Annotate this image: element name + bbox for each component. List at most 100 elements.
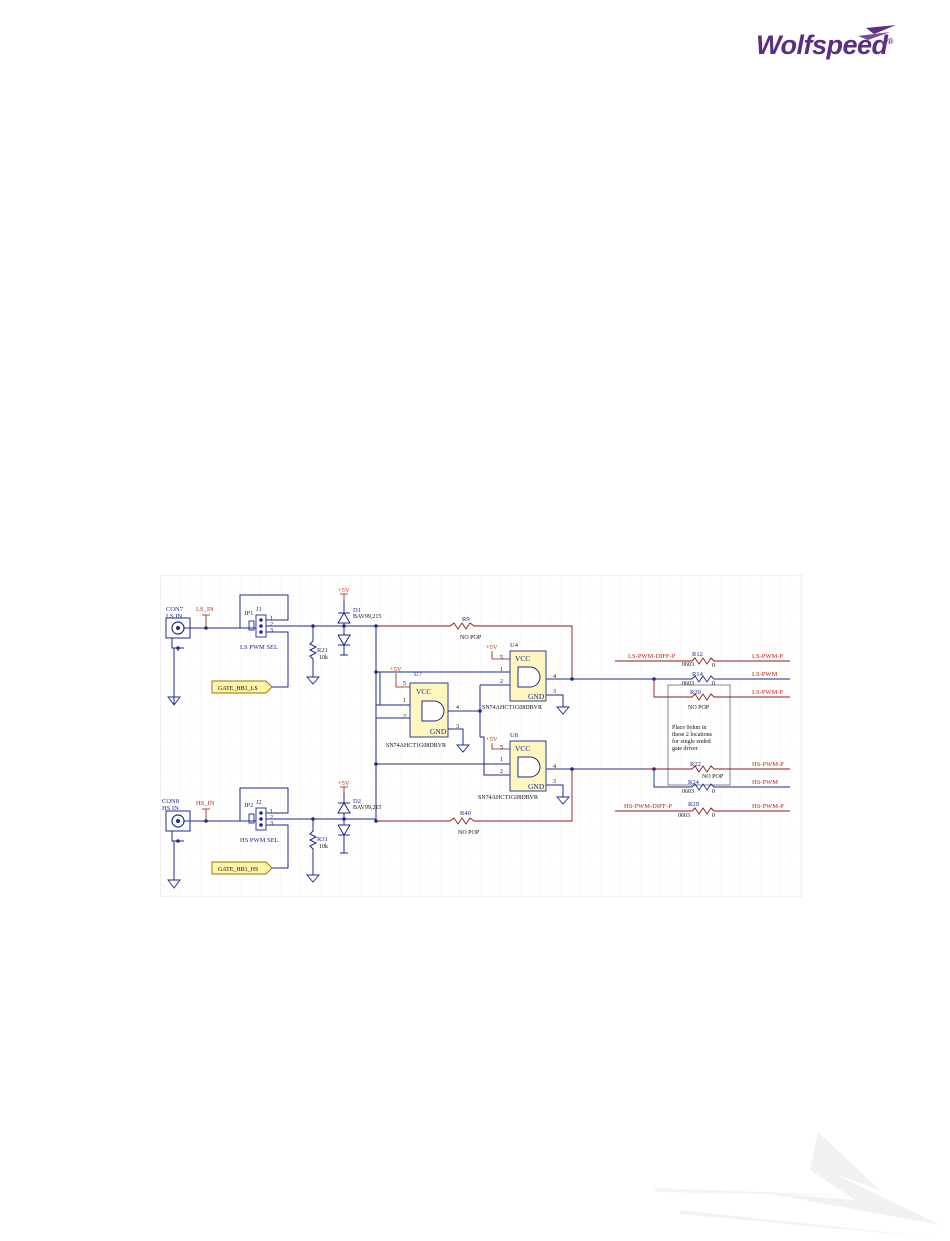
u8-pin-5: 5 <box>500 745 503 751</box>
wolfspeed-logo-swoosh-icon <box>858 25 896 40</box>
note-line-3: for single ended <box>672 738 711 745</box>
diode-d1: +5V D1 BAV99,215 <box>337 587 381 656</box>
port-gate-hb1-hs: GATE_HB1_HS <box>211 861 273 875</box>
net-hs-pwm-p-2: HS-PWM-P <box>752 803 784 810</box>
d1-part: BAV99,215 <box>353 614 381 620</box>
port-gate-hb1-ls: GATE_HB1_LS <box>211 680 273 694</box>
r14-pkg: 0603 <box>682 681 694 687</box>
u4-gnd: GND <box>528 692 545 701</box>
logic-gate-u4: +5V VCC GND U4 5 1 2 4 3 SN74AHCT1G08DBV… <box>482 642 556 711</box>
r31-value: 10k <box>319 844 328 850</box>
r20-value: NO POP <box>688 705 710 711</box>
u8-pin-4: 4 <box>553 764 556 770</box>
u8-pin-1: 1 <box>500 757 503 763</box>
net-hs-pwm-p-1: HS-PWM-P <box>752 761 784 768</box>
jumper-jp2: JP2 J2 1 2 3 HS PWM SEL <box>240 799 279 844</box>
port-hs-label: GATE_HB1_HS <box>218 867 258 873</box>
r9-value: NO POP <box>460 635 482 641</box>
resistor-r21: R21 10k <box>306 624 328 685</box>
r24-value: 0 <box>712 789 715 795</box>
r21-ref: R21 <box>317 647 328 654</box>
r20-ref: R20 <box>690 689 701 696</box>
u7-vcc: VCC <box>416 687 431 696</box>
jp1-pin-1: 1 <box>270 616 273 622</box>
u8-pin-2: 2 <box>500 769 503 775</box>
u8-supply: +5V <box>486 736 498 743</box>
r40-ref: R40 <box>460 810 471 817</box>
d1-supply: +5V <box>338 587 350 594</box>
u4-part: SN74AHCT1G08DBVR <box>482 705 542 711</box>
r21-value: 10k <box>319 655 328 661</box>
net-hs-in: HS_IN <box>196 800 215 807</box>
r14-ref: R14 <box>692 671 704 678</box>
connector-con7: CON7 LS IN <box>165 606 191 639</box>
net-ls-pwm-p-2: LS-PWM-P <box>752 689 783 696</box>
u7-pin-1: 1 <box>403 698 406 704</box>
u7-pin-2: 2 <box>403 714 406 720</box>
r12-ref: R12 <box>692 651 703 658</box>
net-ls-pwm-p-1: LS-PWM-P <box>752 653 783 660</box>
r14-value: 0 <box>712 681 715 687</box>
r40-value: NO POP <box>458 830 480 836</box>
logic-gate-u8: +5V VCC GND U8 5 1 2 4 3 SN74AHCT1G08DBV… <box>478 732 556 801</box>
connector-con8: CON8 HS IN <box>162 798 191 832</box>
brand-name: Wolfspeed <box>756 30 888 60</box>
wolfspeed-watermark-icon <box>655 1132 940 1238</box>
note-line-1: Place 0ohm in <box>672 725 706 731</box>
r29-ref: R29 <box>688 801 699 808</box>
circuit-schematic: CON7 LS IN LS_IN JP1 J1 1 2 3 LS PWM SEL… <box>160 575 802 897</box>
u7-pin-5: 5 <box>403 681 406 687</box>
d2-ref: D2 <box>353 798 361 805</box>
resistor-r31: R31 10k <box>306 817 328 883</box>
u7-supply: +5V <box>390 666 402 673</box>
u4-supply: +5V <box>486 644 498 651</box>
r9-ref: R9 <box>462 616 470 623</box>
d2-supply: +5V <box>338 780 350 787</box>
d1-ref: D1 <box>353 607 361 614</box>
j2-ref: J2 <box>256 799 262 806</box>
u4-pin-4: 4 <box>553 674 556 680</box>
r24-pkg: 0603 <box>682 789 694 795</box>
u4-pin-2: 2 <box>500 679 503 685</box>
u4-pin-5: 5 <box>500 655 503 661</box>
brand-registered-mark: ® <box>887 37 894 46</box>
net-ls-in: LS_IN <box>196 606 214 613</box>
con7-name: LS IN <box>166 613 182 620</box>
note-line-2: these 2 locations <box>672 732 713 738</box>
logic-gate-u7: +5V VCC GND U7 5 1 2 4 3 SN74AHCT1G08DBV… <box>386 666 459 749</box>
net-hs-pwm-diff-p: HS-PWM-DIFF-P <box>624 803 672 810</box>
jp1-label: LS PWM SEL <box>240 644 278 651</box>
con8-name: HS IN <box>162 805 179 812</box>
jp2-pin-2: 2 <box>270 815 273 821</box>
con8-ref: CON8 <box>162 798 179 805</box>
note-single-ended: Place 0ohm in these 2 locations for sing… <box>672 725 713 752</box>
net-ls-pwm: LS-PWM <box>752 671 778 678</box>
r22-ref: R22 <box>690 761 701 768</box>
u4-vcc: VCC <box>515 654 530 663</box>
con7-ref: CON7 <box>166 606 184 613</box>
r12-value: 0 <box>712 663 715 669</box>
r29-pkg: 0603 <box>678 813 690 819</box>
jp2-ref: JP2 <box>244 802 253 809</box>
j1-ref: J1 <box>256 606 262 613</box>
r12-pkg: 0603 <box>682 662 694 668</box>
jp1-pin-2: 2 <box>270 622 273 628</box>
u7-pin-3: 3 <box>456 724 459 730</box>
r22-value: NO POP <box>702 774 724 780</box>
r24-ref: R24 <box>688 779 700 786</box>
brand-logo: Wolfspeed® <box>756 30 893 61</box>
u4-ref: U4 <box>510 642 519 649</box>
u7-pin-4: 4 <box>456 705 459 711</box>
u8-part: SN74AHCT1G08DBVR <box>478 795 538 801</box>
d2-part: BAV99,215 <box>353 805 381 811</box>
u4-pin-3: 3 <box>553 689 556 695</box>
u7-part: SN74AHCT1G08DBVR <box>386 743 446 749</box>
port-ls-label: GATE_HB1_LS <box>218 686 258 692</box>
r29-value: 0 <box>712 813 715 819</box>
u8-gnd: GND <box>528 782 545 791</box>
r31-ref: R31 <box>317 836 328 843</box>
jp1-ref: JP1 <box>244 610 253 617</box>
jp2-label: HS PWM SEL <box>240 837 279 844</box>
u7-ref: U7 <box>414 671 423 678</box>
note-line-4: gate driver <box>672 746 698 752</box>
